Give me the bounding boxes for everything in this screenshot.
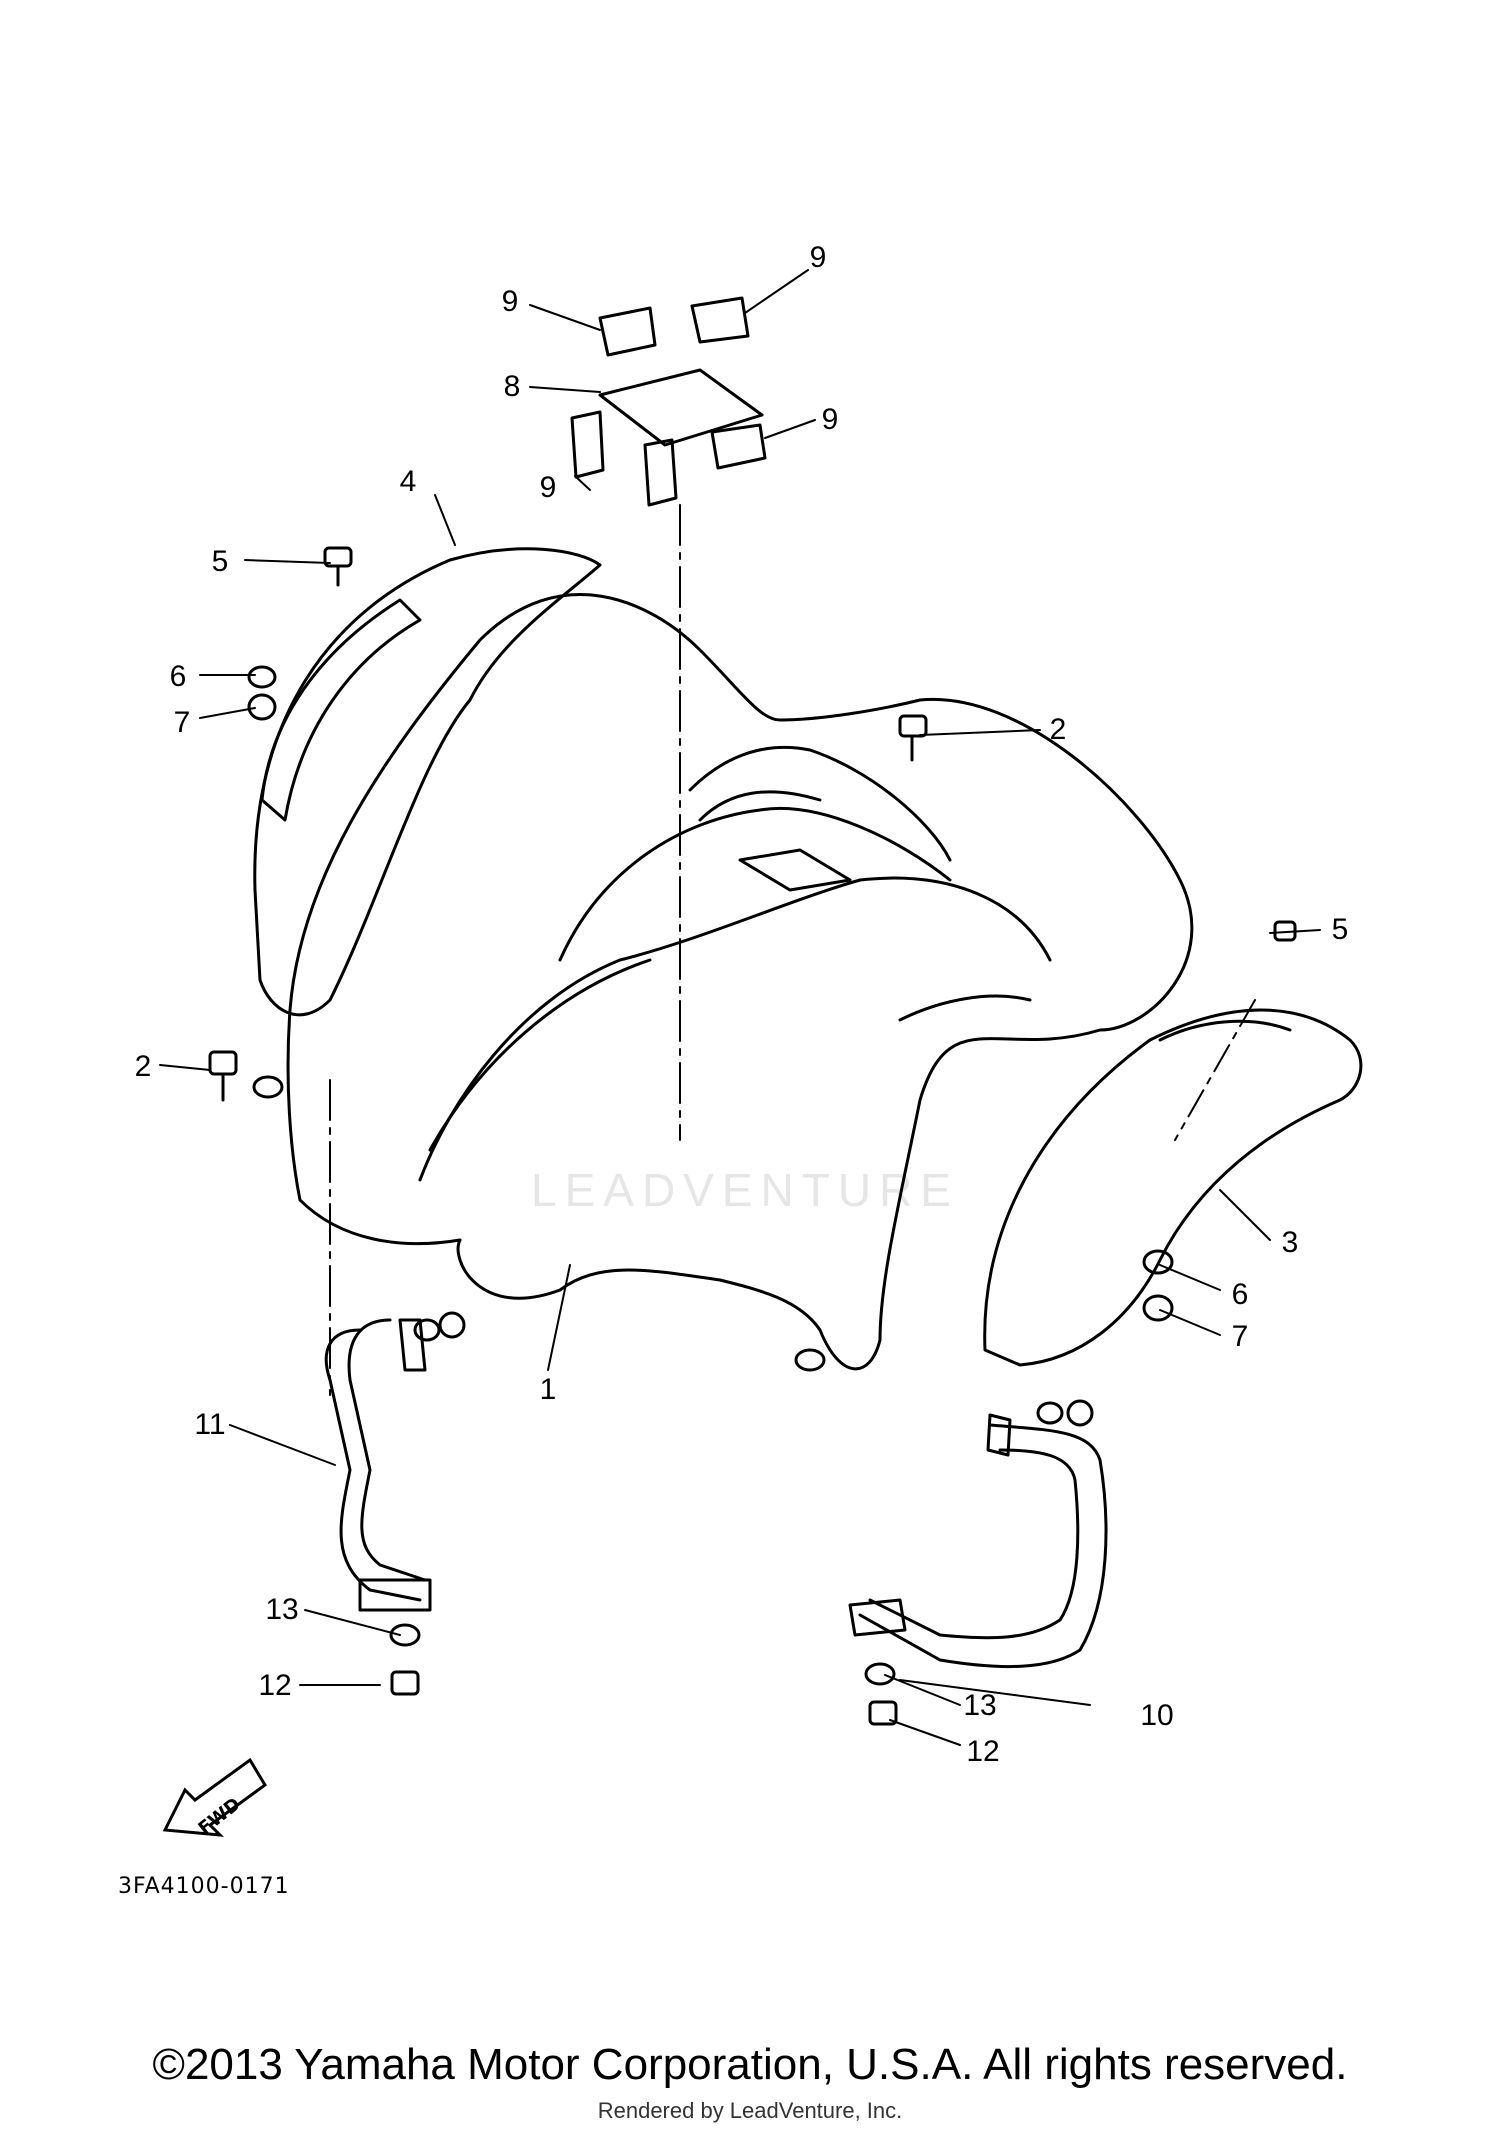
callout-9-right: 9 [821, 403, 839, 436]
callout-12-left: 12 [258, 1669, 292, 1702]
callout-13-right: 13 [963, 1689, 997, 1722]
callout-2-right: 2 [1049, 713, 1067, 746]
callout-4: 4 [399, 465, 417, 498]
callout-13-left: 13 [265, 1593, 299, 1626]
callout-10: 10 [1140, 1699, 1174, 1732]
callout-9-top-right: 9 [809, 241, 827, 274]
right-fender [983, 1008, 1363, 1367]
callout-7-right: 7 [1231, 1320, 1249, 1353]
callout-9-top-left: 9 [501, 285, 519, 318]
grab-bar-left [324, 1318, 427, 1602]
callout-7-left: 7 [173, 706, 191, 739]
grab-bar-right [858, 1423, 1108, 1669]
hardware [208, 546, 1297, 1726]
callout-9-bottom: 9 [539, 471, 557, 504]
callout-2-left: 2 [134, 1050, 152, 1083]
callout-11: 11 [194, 1408, 226, 1441]
left-fender [253, 547, 602, 1017]
callout-8: 8 [503, 370, 521, 403]
rendered-by-notice: Rendered by LeadVenture, Inc. [597, 2098, 903, 2123]
callout-3: 3 [1281, 1226, 1299, 1259]
watermark: LEADVENTURE [531, 1164, 959, 1216]
copyright-notice: ©2013 Yamaha Motor Corporation, U.S.A. A… [152, 2040, 1348, 2089]
callout-1: 1 [539, 1373, 557, 1406]
fwd-arrow-icon [162, 1757, 267, 1837]
callout-12-right: 12 [966, 1735, 1000, 1768]
callout-5-right: 5 [1331, 913, 1349, 946]
rear-fender-body [286, 593, 1194, 1371]
callout-6-left: 6 [169, 660, 187, 693]
reflector-group [570, 296, 767, 507]
callout-5-left: 5 [211, 545, 229, 578]
callout-6-right: 6 [1231, 1278, 1249, 1311]
part-code: 3FA4100-0171 [118, 1874, 290, 1899]
